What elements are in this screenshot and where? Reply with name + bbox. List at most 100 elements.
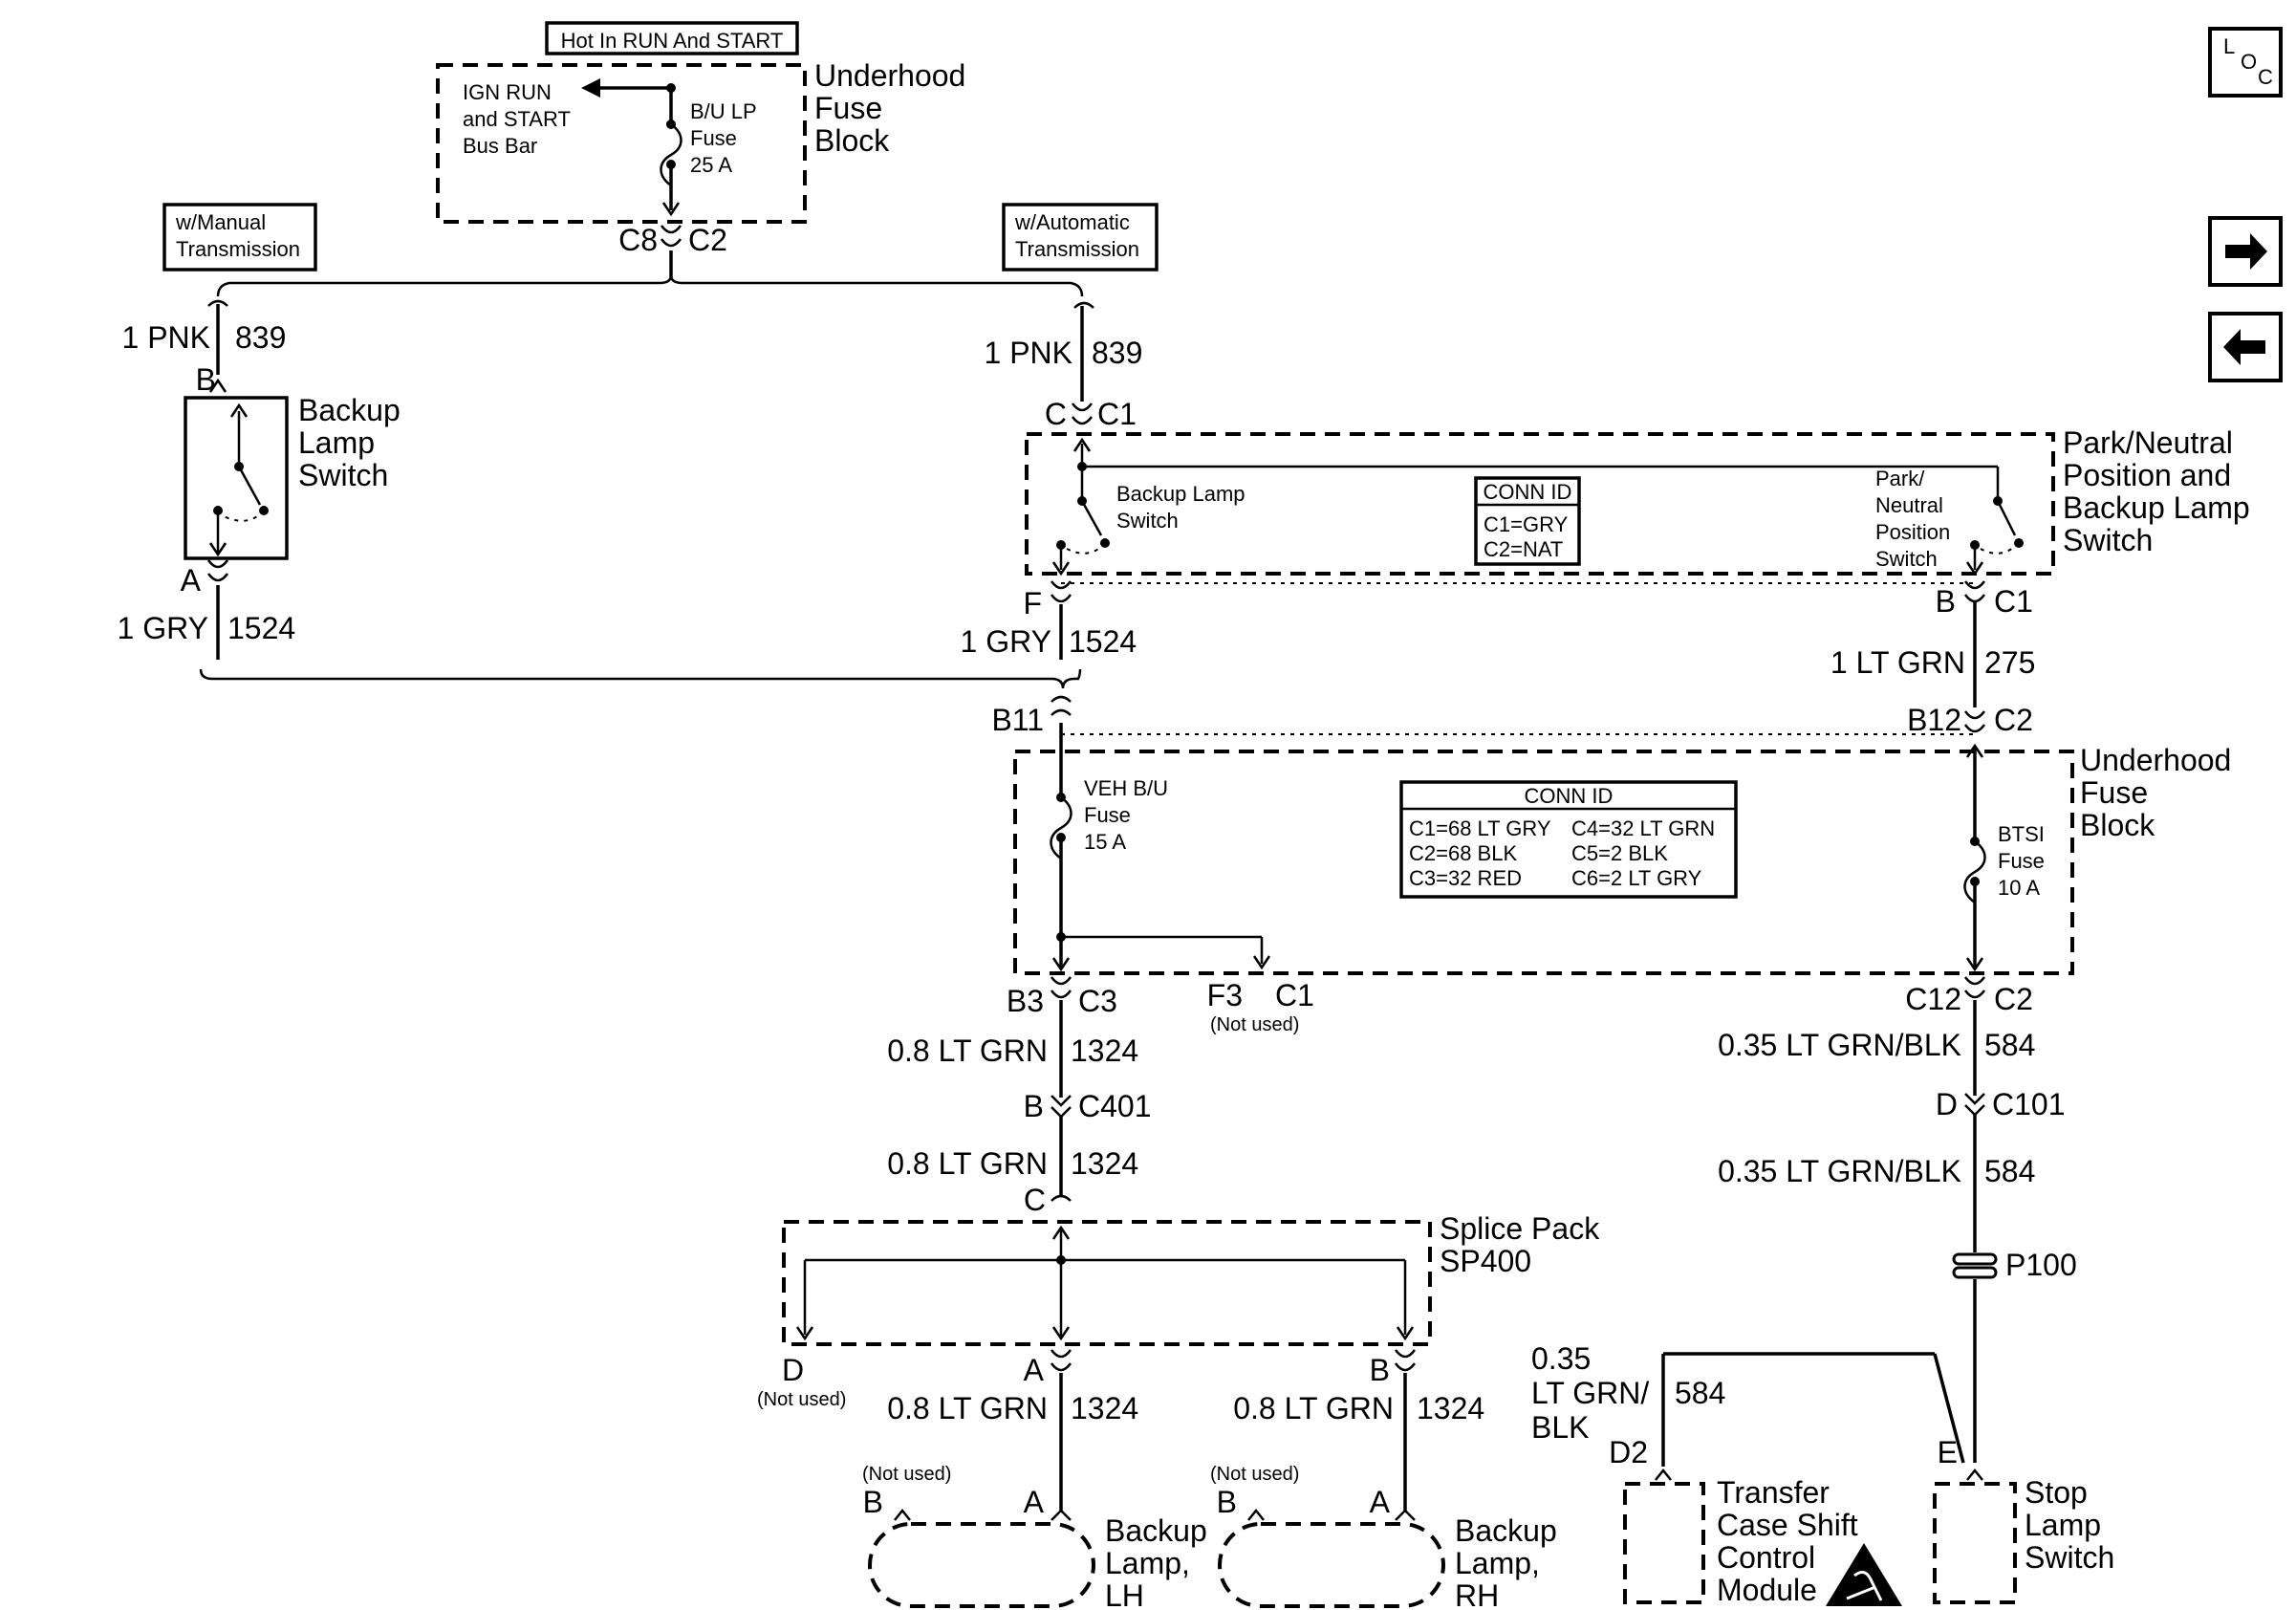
top-fuse-block-outline [436,63,807,224]
manual-wire-bottom-gauge: 1 GRY [118,611,208,645]
right-conn-c101: C101 [1992,1087,2066,1121]
branch-gauge-3: BLK [1531,1410,1589,1445]
auto-pin-top: C [1045,397,1067,431]
assembly-title-2: Position and [2063,458,2231,492]
hot-in-run-label: Hot In RUN And START [561,29,784,53]
manual-switch-contact-icon [237,466,262,506]
loc-button[interactable]: L O C [2208,27,2283,98]
conn-id-r2c1: C2=68 BLK [1409,841,1517,865]
splice-d-not-used: (Not used) [757,1389,846,1410]
lh-not-used: (Not used) [862,1464,951,1485]
right-wire2-circuit: 584 [1984,1154,2035,1188]
splice-b-connector-icon [1394,1348,1417,1372]
assembly-title-1: Park/Neutral [2063,425,2233,460]
top-block-title-2: Fuse [814,91,882,125]
manual-switch-title-2: Lamp [298,425,375,460]
veh-fuse-label-2: Fuse [1084,803,1131,827]
p100-splice-icon [1952,1252,1998,1266]
fuse-pin-b11: B11 [991,703,1044,737]
manual-wire-top-circuit: 839 [235,320,286,355]
auto-backup-switch-contact-icon [1080,500,1103,536]
manual-switch-title-3: Switch [298,458,388,492]
right-splice: P100 [2005,1248,2077,1282]
stop-title-3: Switch [2025,1540,2114,1575]
bu-lp-fuse-label-2: Fuse [690,126,737,150]
rh-title-1: Backup [1455,1513,1557,1548]
conn-id-r1c2: C4=32 LT GRN [1571,816,1715,840]
b3-connector-icon [1050,975,1072,999]
left-conn-c401: C401 [1078,1089,1152,1123]
auto-wire-bottom-circuit: 1524 [1069,624,1137,659]
lh-wire-circuit: 1324 [1071,1391,1138,1425]
manual-branch: 839 1 PNK B Backup Lamp Switch A 1 GRY 1… [118,299,401,660]
branch-gauge-2: LT GRN/ [1531,1376,1649,1410]
fuse-pin-b3: B3 [1007,984,1044,1018]
rh-not-used: (Not used) [1210,1464,1299,1485]
arrow-right-icon [2225,233,2267,270]
fuse-block-outline [1013,750,2074,975]
bus-bar-label-2: and START [463,107,571,131]
veh-fuse-label-1: VEH B/U [1084,776,1168,800]
splice-title-2: SP400 [1440,1244,1531,1278]
splice-pin-b: B [1370,1353,1390,1387]
bu-lp-fuse-label-1: B/U LP [690,99,757,123]
backup-lamp-lh [868,1522,1095,1608]
splice-pin-a: A [1024,1353,1045,1387]
manual-backup-lamp-switch [184,396,289,560]
tccm-title-3: Control [1717,1540,1815,1575]
park-neutral-switch-assembly [1025,432,2055,576]
auto-wire-right-gauge: 1 LT GRN [1830,645,1965,680]
top-conn-left: C8 [618,223,658,257]
lh-pin-a: A [1024,1485,1045,1519]
top-fuse-block: Hot In RUN And START IGN RUN and START B… [436,21,965,277]
c12-connector-icon [1963,975,1986,999]
bus-bar-label-1: IGN RUN [463,80,552,104]
right-pin-e: E [1938,1435,1958,1469]
auto-conn-id-title: CONN ID [1484,480,1572,504]
automatic-branch: 1 PNK 839 C C1 Park/Neutral Position and… [961,301,2250,735]
automatic-option-label-2: Transmission [1015,237,1139,261]
left-wire1-circuit: 1324 [1071,1033,1138,1068]
next-page-button[interactable] [2208,216,2283,287]
conn-id-r2c2: C5=2 BLK [1571,841,1668,865]
tccm-title-1: Transfer [1717,1475,1830,1510]
automatic-option-label-1: w/Automatic [1014,210,1130,234]
fuse-conn-id-title: CONN ID [1525,784,1614,808]
manual-pin-a-connector-icon [206,558,229,582]
veh-fuse-label-3: 15 A [1084,830,1126,854]
fuse-conn-c3: C3 [1078,984,1117,1018]
auto-conn-b: C1 [1994,584,2033,619]
manual-switch-title-1: Backup [298,393,401,427]
auto-c1-connector-icon [1071,402,1094,425]
auto-wire-right-circuit: 275 [1984,645,2035,680]
pn-switch-label-4: Switch [1875,547,1938,571]
lh-title-1: Backup [1105,1513,1207,1548]
fuse-block-title-2: Fuse [2080,775,2148,810]
splice-title-1: Splice Pack [1440,1211,1600,1246]
bottom-option-brace [199,668,1082,689]
pn-switch-label-2: Neutral [1875,493,1943,517]
left-pin-b: B [1024,1089,1044,1123]
fuse-pin-f3: F3 [1207,978,1243,1012]
bu-lp-fuse-label-3: 25 A [690,153,732,177]
auto-conn-top: C1 [1097,397,1137,431]
transfer-case-shift-control-module [1623,1482,1705,1604]
underhood-fuse-block: B11 B12 C2 Underhood Fuse Block VEH B/U … [991,695,2231,1035]
previous-page-button[interactable] [2208,312,2283,382]
esd-warning-icon [1826,1543,1902,1606]
tccm-title-4: Module [1717,1573,1817,1607]
left-run: 0.8 LT GRN 1324 B C401 0.8 LT GRN 1324 C… [757,1000,1600,1511]
manual-wire-top-gauge: 1 PNK [122,320,210,355]
top-block-title-1: Underhood [814,58,965,93]
b12-connector-icon [1963,709,1986,733]
rh-wire-circuit: 1324 [1417,1391,1484,1425]
fuse-conn-c1: C1 [1275,978,1314,1012]
fuse-pin-c12: C12 [1905,982,1961,1016]
top-conn-right: C2 [688,223,727,257]
auto-conn-id-box [1474,476,1581,566]
transmission-options: w/Manual Transmission w/Automatic Transm… [162,203,1159,297]
automatic-option-box [1002,203,1159,272]
right-run: 0.35 LT GRN/BLK 584 D C101 0.35 LT GRN/B… [1531,1000,2114,1607]
auto-wire-top-gauge: 1 PNK [985,336,1072,370]
